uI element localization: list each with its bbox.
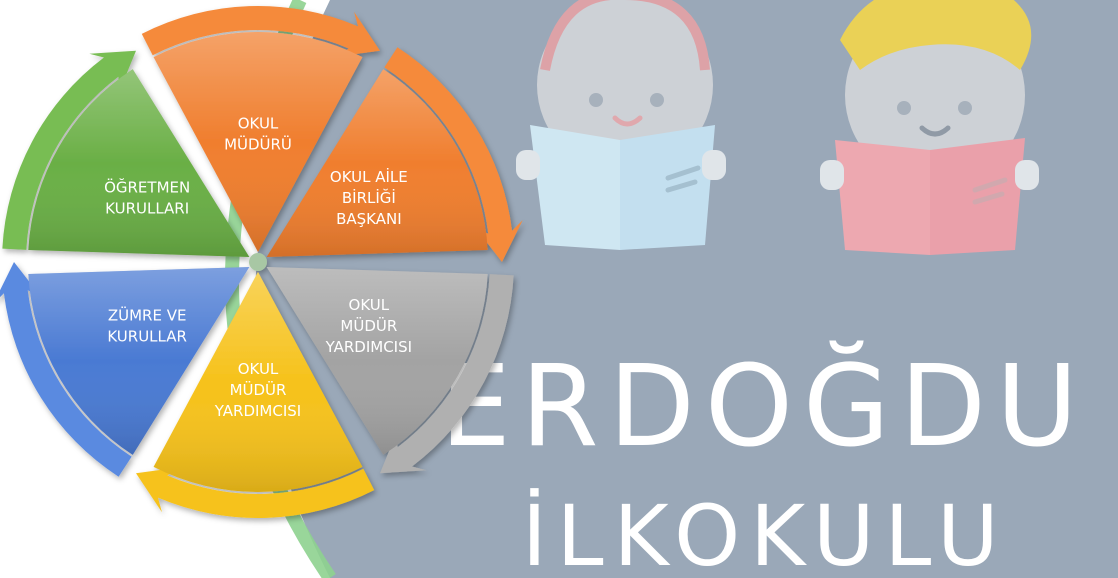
- school-name-line1: ERDOĞDU: [440, 341, 1088, 472]
- segment-label-line: KURULLARI: [105, 200, 189, 218]
- segment-label-line: YARDIMCISI: [325, 338, 412, 356]
- segment-label-line: BAŞKANI: [336, 210, 402, 228]
- cycle-hub: [249, 253, 267, 271]
- segment-label-line: MÜDÜRÜ: [224, 135, 292, 154]
- segment-okul-muduru: OKUL MÜDÜRÜ: [141, 6, 380, 253]
- segment-label-line: KURULLAR: [107, 328, 187, 346]
- segment-zumre-ve-kurullar: ZÜMRE VE KURULLAR: [0, 262, 250, 477]
- segment-label-line: MÜDÜR: [230, 380, 287, 399]
- segment-label-line: ZÜMRE VE: [108, 306, 187, 325]
- segment-label-line: ÖĞRETMEN: [104, 178, 190, 197]
- segment-label-line: OKUL AİLE: [330, 167, 408, 186]
- segment-arrow: [136, 467, 375, 518]
- segment-gloss: [266, 69, 488, 257]
- school-name-line2: İLKOKULU: [522, 487, 1009, 578]
- girl-reading-icon: [516, 0, 726, 250]
- segment-okul-mudur-yardimcisi-1: OKUL MÜDÜR YARDIMCISI: [266, 267, 514, 474]
- segment-arrow: [384, 47, 523, 262]
- segment-arrow: [0, 262, 132, 477]
- segment-label-line: OKUL: [349, 296, 390, 314]
- segment-arrow: [380, 274, 514, 474]
- boy-reading-icon: [820, 0, 1039, 255]
- kids-reading-illustration: [516, 0, 1039, 255]
- segment-label-line: MÜDÜR: [340, 316, 397, 335]
- segment-gloss: [266, 267, 488, 455]
- segment-arrow: [2, 50, 136, 250]
- segment-label-line: OKUL: [238, 115, 279, 133]
- segment-gloss: [28, 267, 250, 455]
- segment-okul-aile-birligi-baskani: OKUL AİLE BİRLİĞİ BAŞKANI: [266, 47, 523, 262]
- segment-gloss: [28, 69, 250, 257]
- segment-arrow: [141, 6, 380, 57]
- segment-gloss: [153, 31, 363, 253]
- segment-okul-mudur-yardimcisi-2: OKUL MÜDÜR YARDIMCISI: [136, 272, 375, 518]
- segment-label-line: BİRLİĞİ: [342, 188, 396, 207]
- segment-gloss: [153, 272, 363, 493]
- segment-label-line: YARDIMCISI: [214, 402, 301, 420]
- segment-label-line: OKUL: [238, 360, 279, 378]
- segment-ogretmen-kurullari: ÖĞRETMEN KURULLARI: [2, 50, 250, 257]
- cycle-diagram: OKUL MÜDÜRÜ OKUL AİLE BİRLİĞİ BAŞKANI OKUL MÜD…: [0, 6, 523, 518]
